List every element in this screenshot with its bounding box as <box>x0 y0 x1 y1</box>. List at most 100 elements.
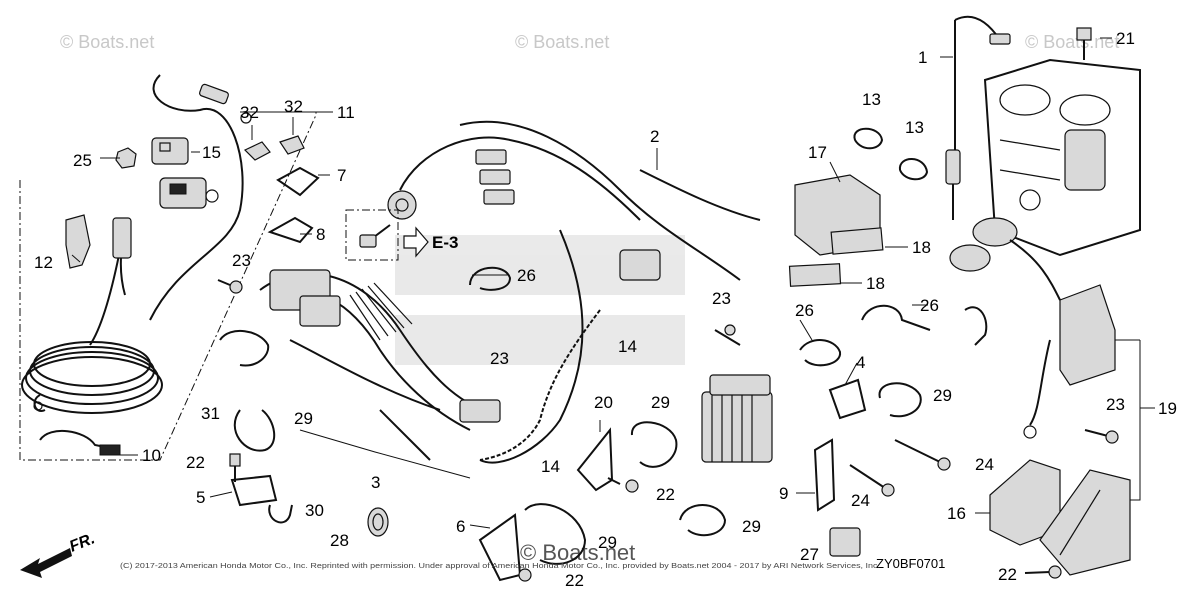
bracket-5 <box>230 474 278 507</box>
terminal-32a <box>243 141 271 161</box>
sensor-plug <box>359 190 417 248</box>
callout-1: 1 <box>918 48 927 67</box>
bolt-22-bottom <box>518 568 532 582</box>
callout-14a: 14 <box>618 337 637 356</box>
diagram-code: ZY0BF0701 <box>876 556 945 571</box>
group-3-bracket <box>299 429 471 479</box>
callout-15: 15 <box>202 143 221 162</box>
bolt-21 <box>1076 27 1092 60</box>
copyright-notice: (C) 2017-2013 American Honda Motor Co., … <box>120 563 880 570</box>
callout-29d: 29 <box>742 517 761 536</box>
connector-15 <box>151 137 189 165</box>
callout-11: 11 <box>337 103 355 122</box>
callout-29a: 29 <box>294 409 313 428</box>
callout-22c: 22 <box>565 571 584 590</box>
ref-arrow <box>403 226 429 258</box>
bracket-7 <box>276 166 320 197</box>
front-direction-arrow: FR. <box>20 530 97 578</box>
bracket-6 <box>478 513 522 582</box>
clip-27 <box>829 527 861 557</box>
bolt-22-mid <box>607 477 639 493</box>
callout-14b: 14 <box>541 457 560 476</box>
plate-18a <box>830 227 884 255</box>
front-direction-label: FR. <box>67 530 97 555</box>
clamp-10 <box>39 429 121 456</box>
callout-29e: 29 <box>598 533 617 552</box>
clip-23-mid <box>714 324 741 346</box>
watermark-4: © Boats.net <box>520 540 635 565</box>
callout-32b: 32 <box>284 97 303 116</box>
callout-26b: 26 <box>920 296 939 315</box>
upper-left-cable <box>149 74 252 321</box>
ref-label: E-3 <box>432 233 458 252</box>
band-31 <box>233 409 276 452</box>
callout-23d: 23 <box>1106 395 1125 414</box>
main-harness-3 <box>259 269 501 461</box>
bracket-20 <box>576 427 614 492</box>
callout-26c: 26 <box>795 301 814 320</box>
regulator <box>701 374 773 463</box>
band-29-mid <box>630 421 678 468</box>
band-29-bottom <box>524 503 587 565</box>
callout-27: 27 <box>800 545 819 564</box>
nut-25 <box>115 147 137 169</box>
band-29-right <box>878 382 922 418</box>
plate-18b <box>788 263 842 287</box>
callout-7: 7 <box>337 166 346 185</box>
watermark-3: © Boats.net <box>1025 32 1119 52</box>
bolt-22-left <box>229 453 241 482</box>
power-cable-coil <box>21 217 163 414</box>
band-29-lower <box>679 504 727 537</box>
ref-box <box>345 209 399 261</box>
callout-26a: 26 <box>517 266 536 285</box>
control-box-19 <box>1023 284 1116 439</box>
callout-23c: 23 <box>712 289 731 308</box>
callout-30: 30 <box>305 501 324 520</box>
callout-16: 16 <box>947 504 966 523</box>
ignition-coil <box>949 217 1061 346</box>
bolt-24-lower <box>849 464 895 497</box>
callout-8: 8 <box>316 225 325 244</box>
callout-23a: 23 <box>232 251 251 270</box>
callout-4: 4 <box>856 353 865 372</box>
harness-2 <box>399 120 761 464</box>
callout-13b: 13 <box>905 118 924 137</box>
callout-21: 21 <box>1116 29 1135 48</box>
band-29-left <box>219 329 270 367</box>
terminal-32b <box>279 135 305 155</box>
callout-12: 12 <box>34 253 53 272</box>
watermark-2: © Boats.net <box>515 32 609 52</box>
bracket-9 <box>813 438 836 512</box>
bracket-4 <box>828 378 867 420</box>
clip-13a <box>853 127 884 150</box>
leader-lines <box>71 37 1112 529</box>
spiral-tube-14 <box>479 309 601 461</box>
cable-tie-26-right <box>861 304 931 331</box>
callout-9: 9 <box>779 484 788 503</box>
callout-10: 10 <box>142 446 161 465</box>
bolt-23-left <box>217 279 243 294</box>
callout-28: 28 <box>330 531 349 550</box>
bolt-24-right <box>894 439 951 471</box>
callout-2: 2 <box>650 127 659 146</box>
callout-22b: 22 <box>656 485 675 504</box>
callout-13a: 13 <box>862 90 881 109</box>
callout-22a: 22 <box>186 453 205 472</box>
callout-24b: 24 <box>851 491 870 510</box>
callout-29b: 29 <box>651 393 670 412</box>
callout-29c: 29 <box>933 386 952 405</box>
clip-13b <box>898 158 929 181</box>
callouts: 1 2 3 4 5 6 7 8 9 10 11 12 13 13 14 14 1… <box>34 29 1177 590</box>
cable-tie-26-mid <box>799 339 841 367</box>
callout-24a: 24 <box>975 455 994 474</box>
callout-23b: 23 <box>490 349 509 368</box>
callout-18b: 18 <box>866 274 885 293</box>
callout-32a: 32 <box>240 103 259 122</box>
cable-tie-26-center <box>469 266 512 291</box>
callout-18a: 18 <box>912 238 931 257</box>
callout-31: 31 <box>201 404 220 423</box>
watermark-1: © Boats.net <box>60 32 154 52</box>
bolt-23-right <box>1084 429 1119 444</box>
grommet-28 <box>367 507 389 537</box>
